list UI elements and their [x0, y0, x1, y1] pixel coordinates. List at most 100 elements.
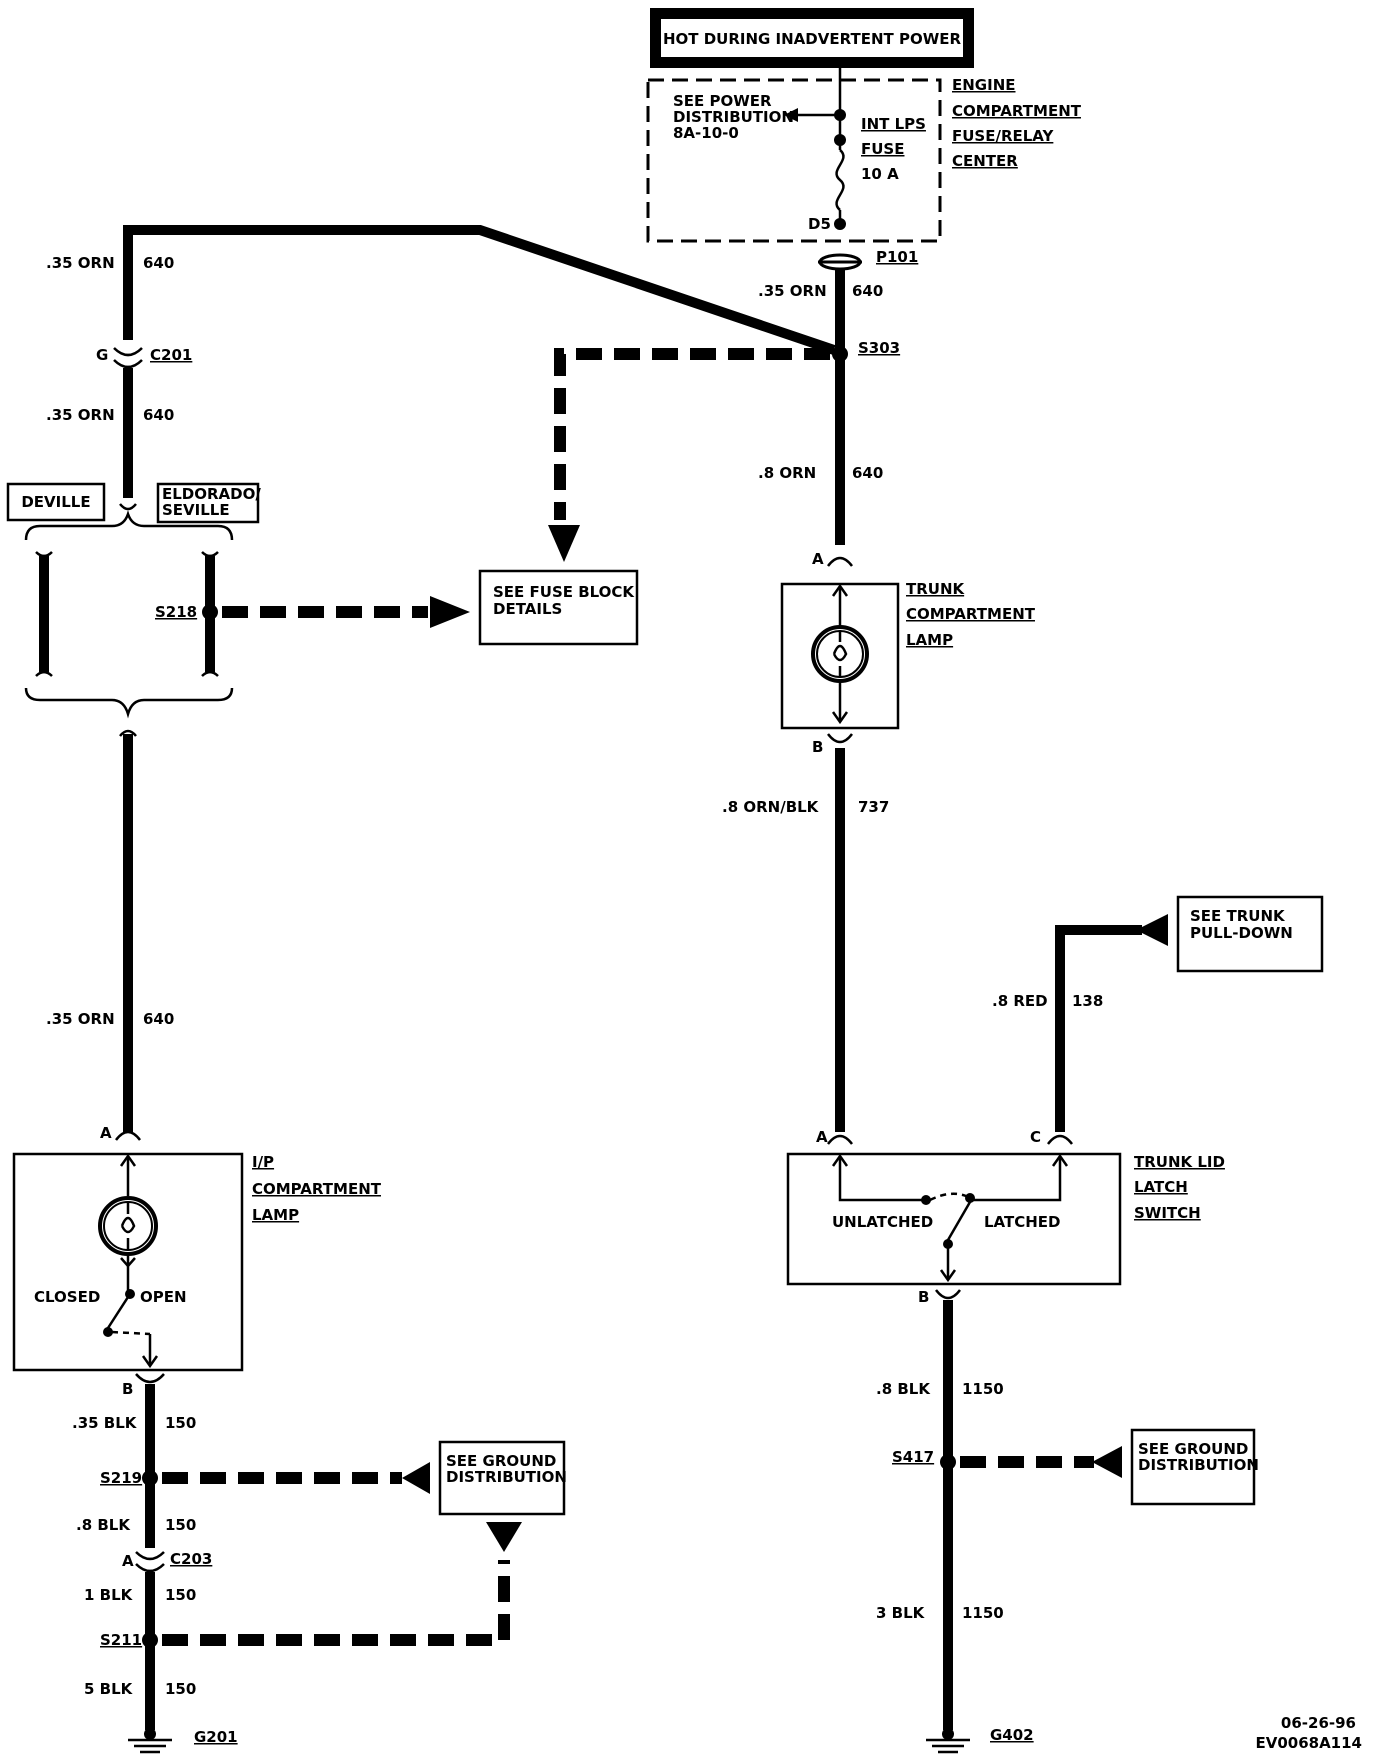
eldorado-seville-box — [156, 482, 260, 524]
latch-pin-a: A — [816, 1128, 828, 1146]
splice-s218: S218 — [155, 603, 197, 621]
pull-down-arrow-icon — [1136, 914, 1168, 946]
trunk-lamp-name-line: TRUNK — [906, 580, 966, 598]
latch-pin-a-connector — [827, 1134, 853, 1145]
splice-s417: S417 — [892, 1448, 934, 1466]
latch-pin-c-arrow-icon — [1051, 1153, 1069, 1167]
splice-s219: S219 — [100, 1469, 142, 1487]
latch-switch-name-line: TRUNK LID — [1134, 1153, 1225, 1171]
fuse-center-name-line: COMPARTMENT — [952, 102, 1082, 120]
latch-pin-b-connector — [935, 1289, 961, 1300]
main-top-gauge: .35 ORN — [758, 282, 827, 300]
hot-label: HOT DURING INADVERTENT POWER — [663, 30, 962, 48]
fuse-block-dashed-wire — [554, 348, 830, 520]
trunk-ground-1-circuit: 1150 — [962, 1380, 1004, 1398]
c201-connector-icon — [113, 347, 143, 357]
terminal-d5-node — [834, 218, 846, 230]
trunk-lamp-name: TRUNK COMPARTMENT LAMP — [906, 580, 1036, 649]
ground-g201-icon — [128, 1728, 172, 1754]
ground-ref-right-line: DISTRIBUTION — [1138, 1456, 1259, 1474]
ground-ref-right-box — [1130, 1428, 1256, 1506]
see-power-line: DISTRIBUTION — [673, 108, 794, 126]
option-bracket-hook — [119, 503, 137, 511]
ip-ground-3-circuit: 150 — [165, 1586, 196, 1604]
fuse-feed-node — [834, 109, 846, 121]
option-bracket-top — [24, 510, 234, 541]
main-trunk-gauge: .8 ORN — [758, 464, 816, 482]
pull-down-wire — [1055, 925, 1142, 1132]
latch-switch-name: TRUNK LID LATCH SWITCH — [1134, 1153, 1225, 1222]
ip-lamp-pin-b: B — [122, 1380, 133, 1398]
latch-switch-name-line: LATCH — [1134, 1178, 1188, 1196]
fuse-block-arrow-icon — [548, 525, 580, 562]
ground-g201: G201 — [194, 1728, 238, 1746]
see-power-distribution: SEE POWER DISTRIBUTION 8A-10-0 — [673, 92, 794, 142]
latch-latched-contact — [965, 1193, 975, 1203]
pull-down-circuit: 138 — [1072, 992, 1103, 1010]
ip-switch-blade-icon — [106, 1293, 132, 1329]
fuse-relay-center-box — [646, 78, 942, 243]
fuse-block-ref-line: SEE FUSE BLOCK — [493, 583, 635, 601]
ip-ground-4-gauge: 5 BLK — [84, 1680, 134, 1698]
latch-switch-pivot — [943, 1239, 953, 1249]
option-bracket-bottom-hook — [119, 729, 137, 737]
trunk-switch-circuit: 737 — [858, 798, 889, 816]
ip-lamp-name-line: LAMP — [252, 1206, 299, 1224]
ground-ref-left-line: DISTRIBUTION — [446, 1468, 567, 1486]
splice-s303-node — [832, 346, 848, 362]
ip-lamp-pin-b-connector — [135, 1373, 165, 1384]
s211-dashed-wire — [162, 1560, 510, 1646]
latch-unlatched-label: UNLATCHED — [832, 1213, 933, 1231]
s211-arrow-icon — [486, 1522, 522, 1552]
ip-lamp-out-arrow-icon — [141, 1355, 159, 1369]
fuse-icon — [835, 149, 845, 211]
trunk-pull-down-ref-box — [1176, 895, 1324, 973]
latch-switch-name-line: SWITCH — [1134, 1204, 1201, 1222]
c201-pin: G — [96, 346, 108, 364]
left-top-circuit: 640 — [143, 254, 174, 272]
latch-latched-label: LATCHED — [984, 1213, 1061, 1231]
left-mid-circuit: 640 — [143, 406, 174, 424]
left-mid-gauge: .35 ORN — [46, 406, 115, 424]
ip-switch-throw-icon — [111, 1330, 151, 1336]
splice-s219-node — [142, 1470, 158, 1486]
trunk-lamp-pin-b-connector — [827, 733, 853, 744]
left-lower-gauge: .35 ORN — [46, 1010, 115, 1028]
ip-lamp-name-line: I/P — [252, 1153, 274, 1171]
splice-s303: S303 — [858, 339, 900, 357]
ip-switch-contact — [103, 1327, 113, 1337]
ground-ref-left-line: SEE GROUND — [446, 1452, 556, 1470]
latch-pin-a-arrow-icon — [831, 1153, 849, 1167]
trunk-bulb-icon — [811, 625, 869, 683]
terminal-d5: D5 — [808, 215, 831, 233]
trunk-switch-gauge: .8 ORN/BLK — [722, 798, 820, 816]
trunk-lamp-name-line: COMPARTMENT — [906, 605, 1036, 623]
ip-lamp-pin-a: A — [100, 1124, 112, 1142]
deville-jumper-top-cap — [35, 551, 53, 558]
fuse-block-ref-line: DETAILS — [493, 600, 562, 618]
c201-connector-icon-lower — [113, 359, 143, 369]
trunk-pull-down-ref-line: PULL-DOWN — [1190, 924, 1293, 942]
latch-switch-out-arrow-icon — [939, 1269, 957, 1283]
s218-arrow-icon — [430, 596, 470, 628]
main-top-circuit: 640 — [852, 282, 883, 300]
trunk-lamp-out-arrow-icon — [831, 711, 849, 725]
fuse-label-line: FUSE — [861, 140, 904, 158]
footer-code: EV0068A114 — [1255, 1734, 1362, 1752]
c203-connector-icon-lower — [135, 1563, 165, 1573]
hot-label-box — [661, 19, 963, 57]
fuse-label-line: 10 A — [861, 165, 899, 183]
s219-arrow-icon — [402, 1462, 430, 1494]
trunk-bulb-filament-icon — [832, 630, 848, 678]
ip-lamp-name: I/P COMPARTMENT LAMP — [252, 1153, 382, 1224]
ip-bulb-filament-icon — [120, 1202, 136, 1250]
power-distribution-arrow-icon — [784, 108, 798, 122]
deville-label: DEVILLE — [21, 493, 90, 511]
see-power-line: 8A-10-0 — [673, 124, 739, 142]
splice-s218-node — [202, 604, 218, 620]
latch-latched-path — [972, 1156, 1062, 1202]
fuse-label: INT LPS FUSE 10 A — [861, 115, 926, 183]
ip-ground-1-gauge: .35 BLK — [72, 1414, 138, 1432]
trunk-lamp-pin-b: B — [812, 738, 823, 756]
